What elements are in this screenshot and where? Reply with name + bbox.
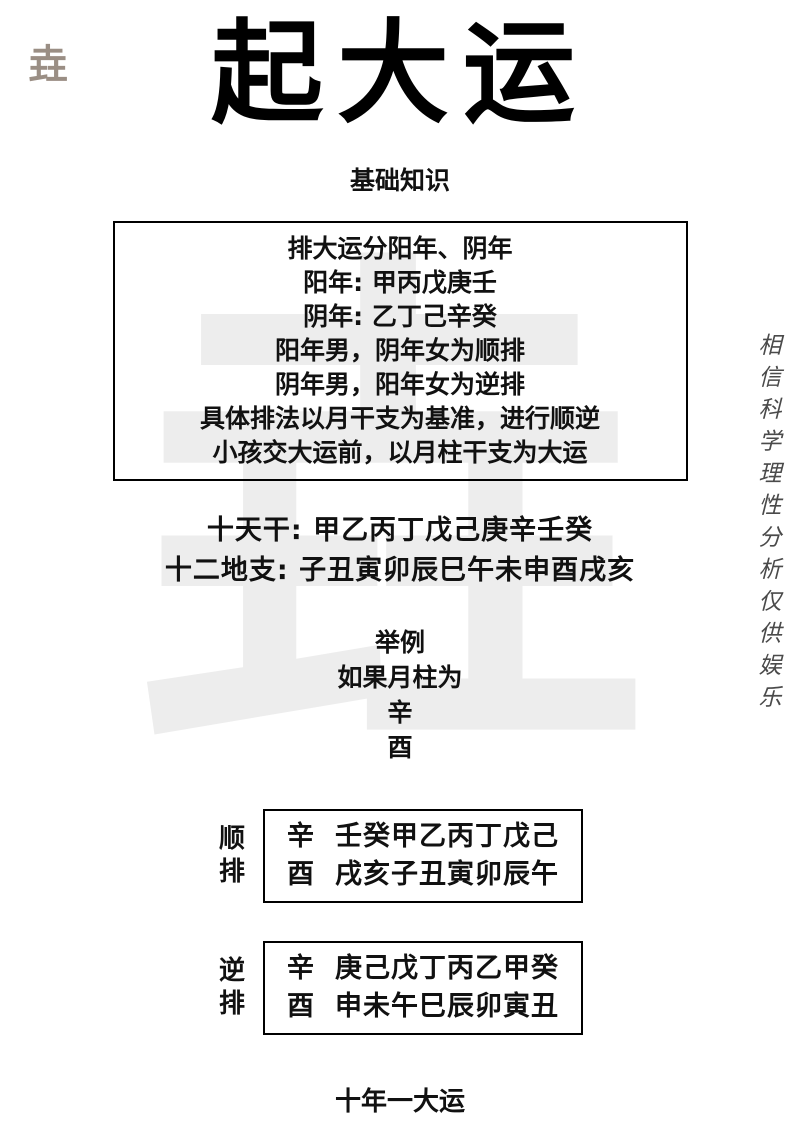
forward-stem-head: 辛 xyxy=(287,821,315,853)
section-heading-basics: 基础知识 xyxy=(349,166,450,196)
forward-stem-row: 辛壬癸甲乙丙丁戊己 xyxy=(287,818,559,856)
forward-sequence-label: 顺排 xyxy=(218,824,245,888)
stems-branches-block: 十天干: 甲乙丙丁戊己庚辛壬癸 十二地支: 子丑寅卯辰巳午未申酉戌亥 xyxy=(0,511,800,591)
rule-line: 阳年男，阴年女为顺排 xyxy=(274,336,525,366)
forward-branch-row: 酉戌亥子丑寅卯辰午 xyxy=(287,856,559,894)
example-block: 举例 如果月柱为 辛 酉 xyxy=(0,625,800,765)
forward-branch-sequence: 戌亥子丑寅卯辰午 xyxy=(335,859,559,891)
logo-seal-character: 垚 xyxy=(28,41,68,88)
backward-sequence-label: 逆排 xyxy=(218,956,245,1020)
example-intro: 如果月柱为 xyxy=(337,663,463,693)
rule-line: 阴年男，阳年女为逆排 xyxy=(274,370,525,400)
backward-branch-sequence: 申未午巳辰卯寅丑 xyxy=(335,991,559,1023)
vertical-disclaimer-text: 相信科学理性分析仅供娱乐 xyxy=(758,333,782,711)
rule-line: 阴年: 乙丁己辛癸 xyxy=(303,302,497,332)
rule-line: 阳年: 甲丙戊庚壬 xyxy=(303,268,497,298)
twelve-earthly-branches-line: 十二地支: 子丑寅卯辰巳午未申酉戌亥 xyxy=(164,555,636,587)
rule-line: 排大运分阳年、阴年 xyxy=(287,234,513,264)
footer-line: 十年一大运 xyxy=(334,1087,465,1118)
backward-branch-row: 酉申未午巳辰卯寅丑 xyxy=(287,988,559,1026)
forward-stem-sequence: 壬癸甲乙丙丁戊己 xyxy=(335,821,559,853)
rules-box: 排大运分阳年、阴年 阳年: 甲丙戊庚壬 阴年: 乙丁己辛癸 阳年男，阴年女为顺排… xyxy=(112,221,688,482)
page-title: 起大运 xyxy=(211,8,589,139)
backward-stem-row: 辛庚己戊丁丙乙甲癸 xyxy=(287,950,559,988)
example-month-stem: 辛 xyxy=(387,698,413,728)
backward-branch-head: 酉 xyxy=(287,991,315,1023)
forward-sequence-section: 顺排 辛壬癸甲乙丙丁戊己 酉戌亥子丑寅卯辰午 xyxy=(0,809,800,904)
rule-line: 具体排法以月干支为基准，进行顺逆 xyxy=(199,404,600,434)
backward-stem-head: 辛 xyxy=(287,953,315,985)
backward-sequence-section: 逆排 辛庚己戊丁丙乙甲癸 酉申未午巳辰卯寅丑 xyxy=(0,941,800,1036)
backward-stem-sequence: 庚己戊丁丙乙甲癸 xyxy=(335,953,559,985)
ten-heavenly-stems-line: 十天干: 甲乙丙丁戊己庚辛壬癸 xyxy=(206,515,594,547)
backward-sequence-box: 辛庚己戊丁丙乙甲癸 酉申未午巳辰卯寅丑 xyxy=(263,941,583,1036)
example-heading: 举例 xyxy=(374,628,425,658)
forward-sequence-box: 辛壬癸甲乙丙丁戊己 酉戌亥子丑寅卯辰午 xyxy=(263,809,583,904)
rule-line: 小孩交大运前，以月柱干支为大运 xyxy=(212,438,588,468)
example-month-branch: 酉 xyxy=(387,733,413,763)
forward-branch-head: 酉 xyxy=(287,859,315,891)
background-watermark-character: 垚 xyxy=(129,209,650,820)
